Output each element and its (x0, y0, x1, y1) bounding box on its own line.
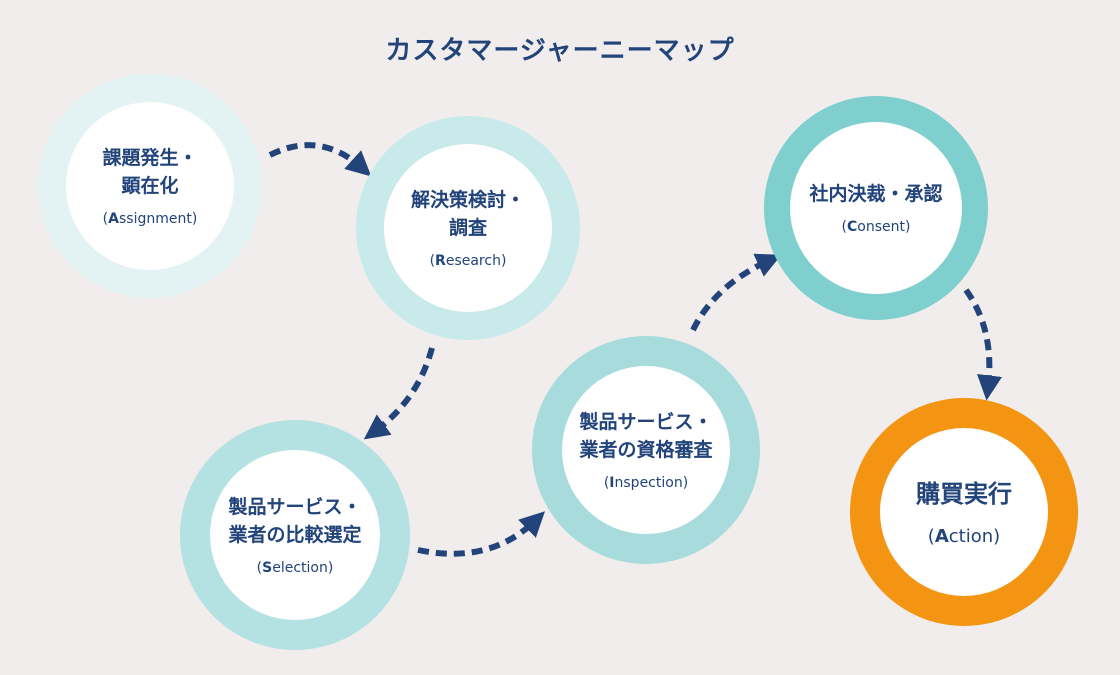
stage-consent-english: (Consent) (841, 218, 911, 235)
flow-arrow-4 (690, 253, 782, 332)
stage-consent: 社内決裁・承認 (Consent) (764, 96, 988, 320)
stage-selection-label: 製品サービス・ 業者の比較選定 (228, 496, 362, 546)
stage-assignment-label: 課題発生・ 顕在化 (102, 147, 198, 197)
stage-assignment-english: (Assignment) (102, 210, 198, 227)
stage-inspection-inner: 製品サービス・ 業者の資格審査 (Inspection) (562, 366, 730, 534)
stage-selection-inner: 製品サービス・ 業者の比較選定 (Selection) (210, 450, 380, 620)
stage-action: 購買実行 (Action) (850, 398, 1078, 626)
stage-inspection-english: (Inspection) (603, 474, 689, 491)
stage-inspection: 製品サービス・ 業者の資格審査 (Inspection) (532, 336, 760, 564)
stage-consent-label: 社内決裁・承認 (809, 183, 943, 206)
stage-assignment-inner: 課題発生・ 顕在化 (Assignment) (66, 102, 234, 270)
page-title: カスタマージャーニーマップ (385, 36, 735, 66)
flow-arrow-1 (268, 142, 372, 177)
stage-inspection-label: 製品サービス・ 業者の資格審査 (579, 411, 713, 461)
flow-arrow-5 (963, 288, 1003, 401)
stage-selection-english: (Selection) (256, 559, 334, 576)
flow-arrow-2 (363, 347, 435, 440)
flow-arrow-3 (417, 511, 546, 557)
stage-research-inner: 解決策検討・ 調査 (Research) (384, 144, 552, 312)
stage-research-english: (Research) (429, 252, 507, 269)
stage-assignment: 課題発生・ 顕在化 (Assignment) (38, 74, 262, 298)
stage-selection: 製品サービス・ 業者の比較選定 (Selection) (180, 420, 410, 650)
stage-action-english: (Action) (927, 525, 1001, 547)
stage-research-label: 解決策検討・ 調査 (410, 189, 525, 239)
stage-action-label: 購買実行 (916, 480, 1012, 509)
stage-consent-inner: 社内決裁・承認 (Consent) (790, 122, 962, 294)
stage-action-inner: 購買実行 (Action) (880, 428, 1048, 596)
stage-research: 解決策検討・ 調査 (Research) (356, 116, 580, 340)
